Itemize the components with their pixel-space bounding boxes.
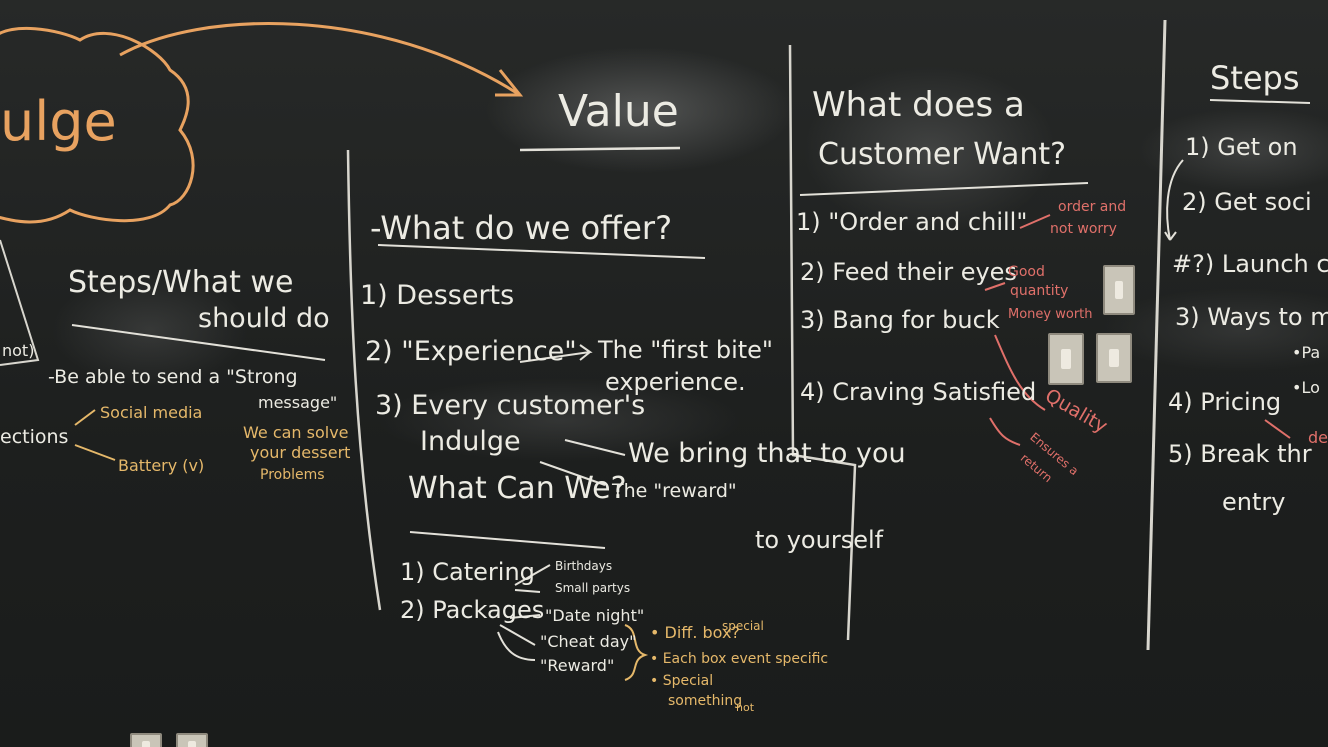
- special-note: special: [722, 619, 764, 633]
- steps-right-item-6: 5) Break thr: [1168, 440, 1312, 468]
- steps-right-item-5: 4) Pricing: [1168, 388, 1282, 416]
- order-note-b: not worry: [1050, 221, 1117, 237]
- divider-right: [1146, 19, 1167, 651]
- steps-right-heading: Steps: [1210, 59, 1300, 97]
- value-heading: Value: [558, 86, 679, 137]
- bring-note: We bring that to you: [628, 438, 906, 469]
- customer-item-3: 3) Bang for buck: [800, 306, 1000, 334]
- date-night: "Date night": [545, 606, 645, 625]
- customer-heading-a: What does a: [812, 85, 1025, 125]
- steps-right-lo: •Lo: [1292, 378, 1320, 397]
- offer-heading: -What do we offer?: [370, 209, 673, 247]
- steps-right-item-1: 1) Get on: [1185, 133, 1298, 161]
- box-left-edge: [0, 239, 40, 366]
- steps-right-item-3: #?) Launch c: [1172, 250, 1328, 278]
- customer-item-2: 2) Feed their eyes: [800, 258, 1017, 286]
- offer-item-3: 3) Every customer's: [375, 390, 646, 421]
- steps-right-item-4: 3) Ways to m: [1175, 303, 1328, 331]
- solve-c: Problems: [260, 467, 325, 483]
- order-note-a: order and: [1058, 199, 1127, 215]
- steps-right-entry: entry: [1222, 488, 1286, 516]
- not-note: not: [736, 701, 755, 714]
- good-note-a: Good: [1008, 264, 1045, 280]
- reward-package: "Reward": [540, 656, 615, 675]
- cloud-outline: [0, 27, 195, 224]
- arrow-to-value: [119, 22, 521, 97]
- birthdays: Birthdays: [555, 559, 613, 573]
- something: something: [668, 693, 743, 709]
- each-box: • Each box event specific: [650, 651, 829, 667]
- customer-item-4: 4) Craving Satisfied: [800, 378, 1037, 406]
- offer-item-2: 2) "Experience": [365, 336, 577, 367]
- not-text: not): [2, 341, 35, 360]
- good-note-b: quantity: [1010, 283, 1069, 299]
- steps-right-de: de: [1308, 428, 1328, 447]
- social-media: Social media: [100, 403, 203, 422]
- light-switch-1: [1103, 265, 1135, 315]
- solve-b: your dessert: [250, 443, 351, 462]
- be-able-b: message": [258, 393, 338, 412]
- battery: Battery (v): [118, 456, 205, 475]
- what-can-we-heading: What Can We?: [408, 471, 627, 506]
- packages: 2) Packages: [400, 596, 545, 624]
- divider-left: [346, 149, 382, 611]
- steps-right-pa: •Pa: [1292, 343, 1321, 362]
- catering: 1) Catering: [400, 558, 535, 586]
- reward-note-a: The "reward": [612, 480, 737, 502]
- customer-item-1: 1) "Order and chill": [796, 208, 1028, 236]
- small-parties: Small partys: [555, 581, 631, 595]
- divider-mid: [788, 44, 857, 641]
- connections: ections: [0, 426, 69, 448]
- experience-note: The "first bite": [598, 336, 773, 364]
- offer-item-3b: Indulge: [420, 426, 521, 457]
- light-switch-2: [1048, 333, 1084, 385]
- diff-box: • Diff. box?: [650, 623, 740, 642]
- customer-heading-b: Customer Want?: [818, 137, 1067, 172]
- reward-note-b: to yourself: [755, 526, 884, 554]
- outlet-2: [176, 733, 208, 747]
- solve-a: We can solve: [243, 423, 349, 442]
- steps-left-heading-a: Steps/What we: [68, 265, 294, 300]
- light-switch-3: [1096, 333, 1132, 383]
- offer-item-1: 1) Desserts: [360, 280, 515, 311]
- steps-left-heading-b: should do: [198, 303, 330, 334]
- cheat-day: "Cheat day": [540, 632, 637, 651]
- steps-right-item-2: 2) Get soci: [1182, 188, 1312, 216]
- experience-note-2: experience.: [605, 368, 746, 396]
- money-note: Money worth: [1008, 307, 1093, 322]
- cloud-text: ulge: [0, 90, 117, 153]
- be-able-a: -Be able to send a "Strong: [48, 366, 298, 388]
- special-something: • Special: [650, 673, 714, 689]
- outlet-1: [130, 733, 162, 747]
